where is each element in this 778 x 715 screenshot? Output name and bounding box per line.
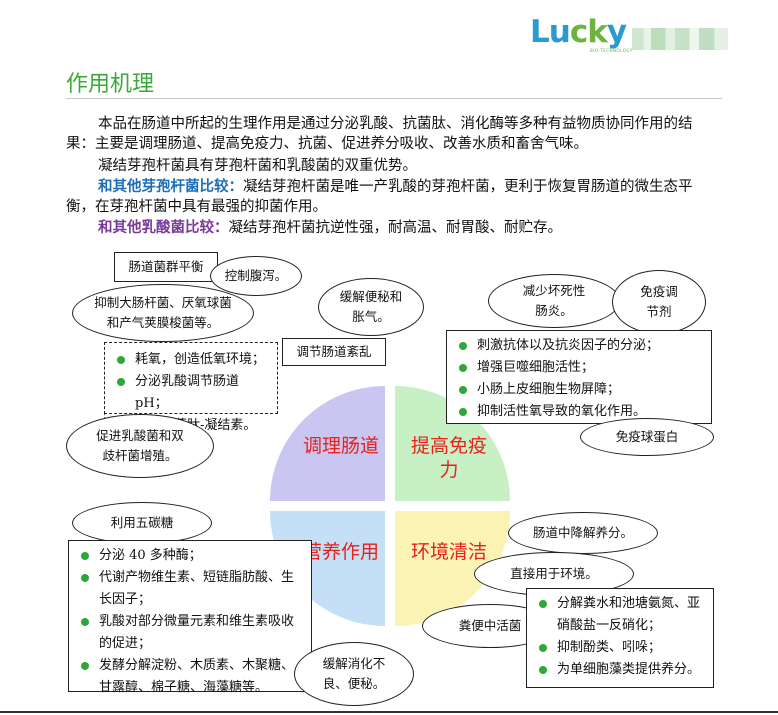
intestine-disorder-box: 调节肠道紊乱: [282, 338, 386, 366]
quadrant-tr-shape: [395, 386, 510, 501]
logo-subtitle: BIO-TECHNOLOGY: [590, 48, 633, 53]
necrotic-enteritis-ellipse: 减少坏死性肠炎。: [488, 274, 620, 328]
constipation-relief-ellipse: 缓解便秘和胀气。: [318, 278, 424, 336]
page-title: 作用机理: [66, 72, 155, 97]
list-item: 增强巨噬细胞活性；: [455, 357, 703, 379]
page-bottom-rule: [0, 711, 778, 713]
tl-mechanism-list: 耗氧，创造低氧环境； 分泌乳酸调节肠道 pH； 分泌抗菌肽-凝结素。: [104, 342, 278, 433]
promote-probiotics-ellipse: 促进乳酸菌和双歧杆菌增殖。: [66, 414, 214, 478]
list-item: 代谢产物维生素、短链脂肪酸、生长因子；: [77, 567, 303, 611]
quadrant-tl-shape: [270, 386, 385, 501]
immunoglobulin-ellipse: 免疫球蛋白: [580, 418, 714, 456]
nutrient-degradation-ellipse: 肠道中降解养分。: [508, 512, 658, 554]
list-item: 分泌 40 多种酶；: [77, 545, 303, 567]
list-item: 耗氧，创造低氧环境；: [113, 349, 269, 371]
bl-nutrition-list: 分泌 40 多种酶； 代谢产物维生素、短链脂肪酸、生长因子； 乳酸对部分微量元素…: [68, 540, 312, 695]
flora-balance-box: 肠道菌群平衡: [114, 252, 218, 282]
quadrant-regulate-intestine: 调理肠道: [302, 435, 379, 457]
compare-bacillus-text: 凝结芽孢杆菌是唯一产乳酸的芽孢杆菌，更利于恢复胃肠道的微生态平衡，在芽孢杆菌中具…: [66, 179, 693, 215]
compare-lactobacillus-label: 和其他乳酸菌比较：: [98, 219, 229, 236]
quadrant-environment: 环境清洁: [410, 541, 487, 563]
list-item: 发酵分解淀粉、木质素、木聚糖、甘露醇、棉子糖、海藻糖等。: [77, 655, 303, 699]
title-divider: [66, 98, 722, 99]
pentose-usage-ellipse: 利用五碳糖: [72, 502, 212, 544]
list-item: 抑制活性氧导致的氧化作用。: [455, 401, 703, 423]
list-item: 为单细胞藻类提供养分。: [535, 659, 705, 681]
indigestion-relief-ellipse: 缓解消化不良、便秘。: [294, 642, 414, 706]
blurred-logo-text: [632, 28, 728, 50]
paragraph-advantage: 凝结芽孢杆菌具有芽孢杆菌和乳酸菌的双重优势。: [98, 158, 417, 174]
quadrant-br-shape: [395, 511, 510, 626]
br-environment-list: 分解粪水和池塘氨氮、亚硝酸盐一反硝化； 抑制酚类、吲哚； 为单细胞藻类提供养分。: [526, 588, 714, 688]
diarrhea-control-ellipse: 控制腹泻。: [210, 256, 302, 296]
compare-lactobacillus-text: 凝结芽孢杆菌抗逆性强，耐高温、耐胃酸、耐贮存。: [228, 220, 563, 236]
list-item: 分泌乳酸调节肠道 pH；: [113, 371, 269, 415]
list-item: 小肠上皮细胞生物屏障；: [455, 379, 703, 401]
quadrant-improve-immunity: 提高免疫力: [410, 435, 487, 481]
immune-regulator-ellipse: 免疫调节剂: [612, 270, 706, 334]
quadrant-bl-shape: [270, 511, 385, 626]
paragraph-compare-bacillus: 和其他芽孢杆菌比较：凝结芽孢杆菌是唯一产乳酸的芽孢杆菌，更利于恢复胃肠道的微生态…: [66, 177, 721, 217]
list-item: 乳酸对部分微量元素和维生素吸收的促进；: [77, 611, 303, 655]
paragraph-compare-lactobacillus: 和其他乳酸菌比较：凝结芽孢杆菌抗逆性强，耐高温、耐胃酸、耐贮存。: [66, 218, 721, 238]
list-item: 分解粪水和池塘氨氮、亚硝酸盐一反硝化；: [535, 593, 705, 637]
list-item: 刺激抗体以及抗炎因子的分泌；: [455, 335, 703, 357]
compare-bacillus-label: 和其他芽孢杆菌比较：: [98, 178, 243, 195]
paragraph-intro: 本品在肠道中所起的生理作用是通过分泌乳酸、抗菌肽、消化酶等多种有益物质协同作用的…: [66, 116, 693, 152]
logo-wordmark: Lucky: [530, 14, 627, 50]
list-item: 抑制酚类、吲哚；: [535, 637, 705, 659]
brand-logo: Lucky BIO-TECHNOLOGY: [530, 12, 730, 53]
tr-immunity-list: 刺激抗体以及抗炎因子的分泌； 增强巨噬细胞活性； 小肠上皮细胞生物屏障； 抑制活…: [446, 330, 712, 424]
mechanism-pie: [270, 386, 510, 626]
pathogen-inhibition-ellipse: 抑制大肠杆菌、厌氧球菌和产气荚膜梭菌等。: [72, 284, 254, 342]
quadrant-nutrition: 营养作用: [302, 541, 379, 563]
